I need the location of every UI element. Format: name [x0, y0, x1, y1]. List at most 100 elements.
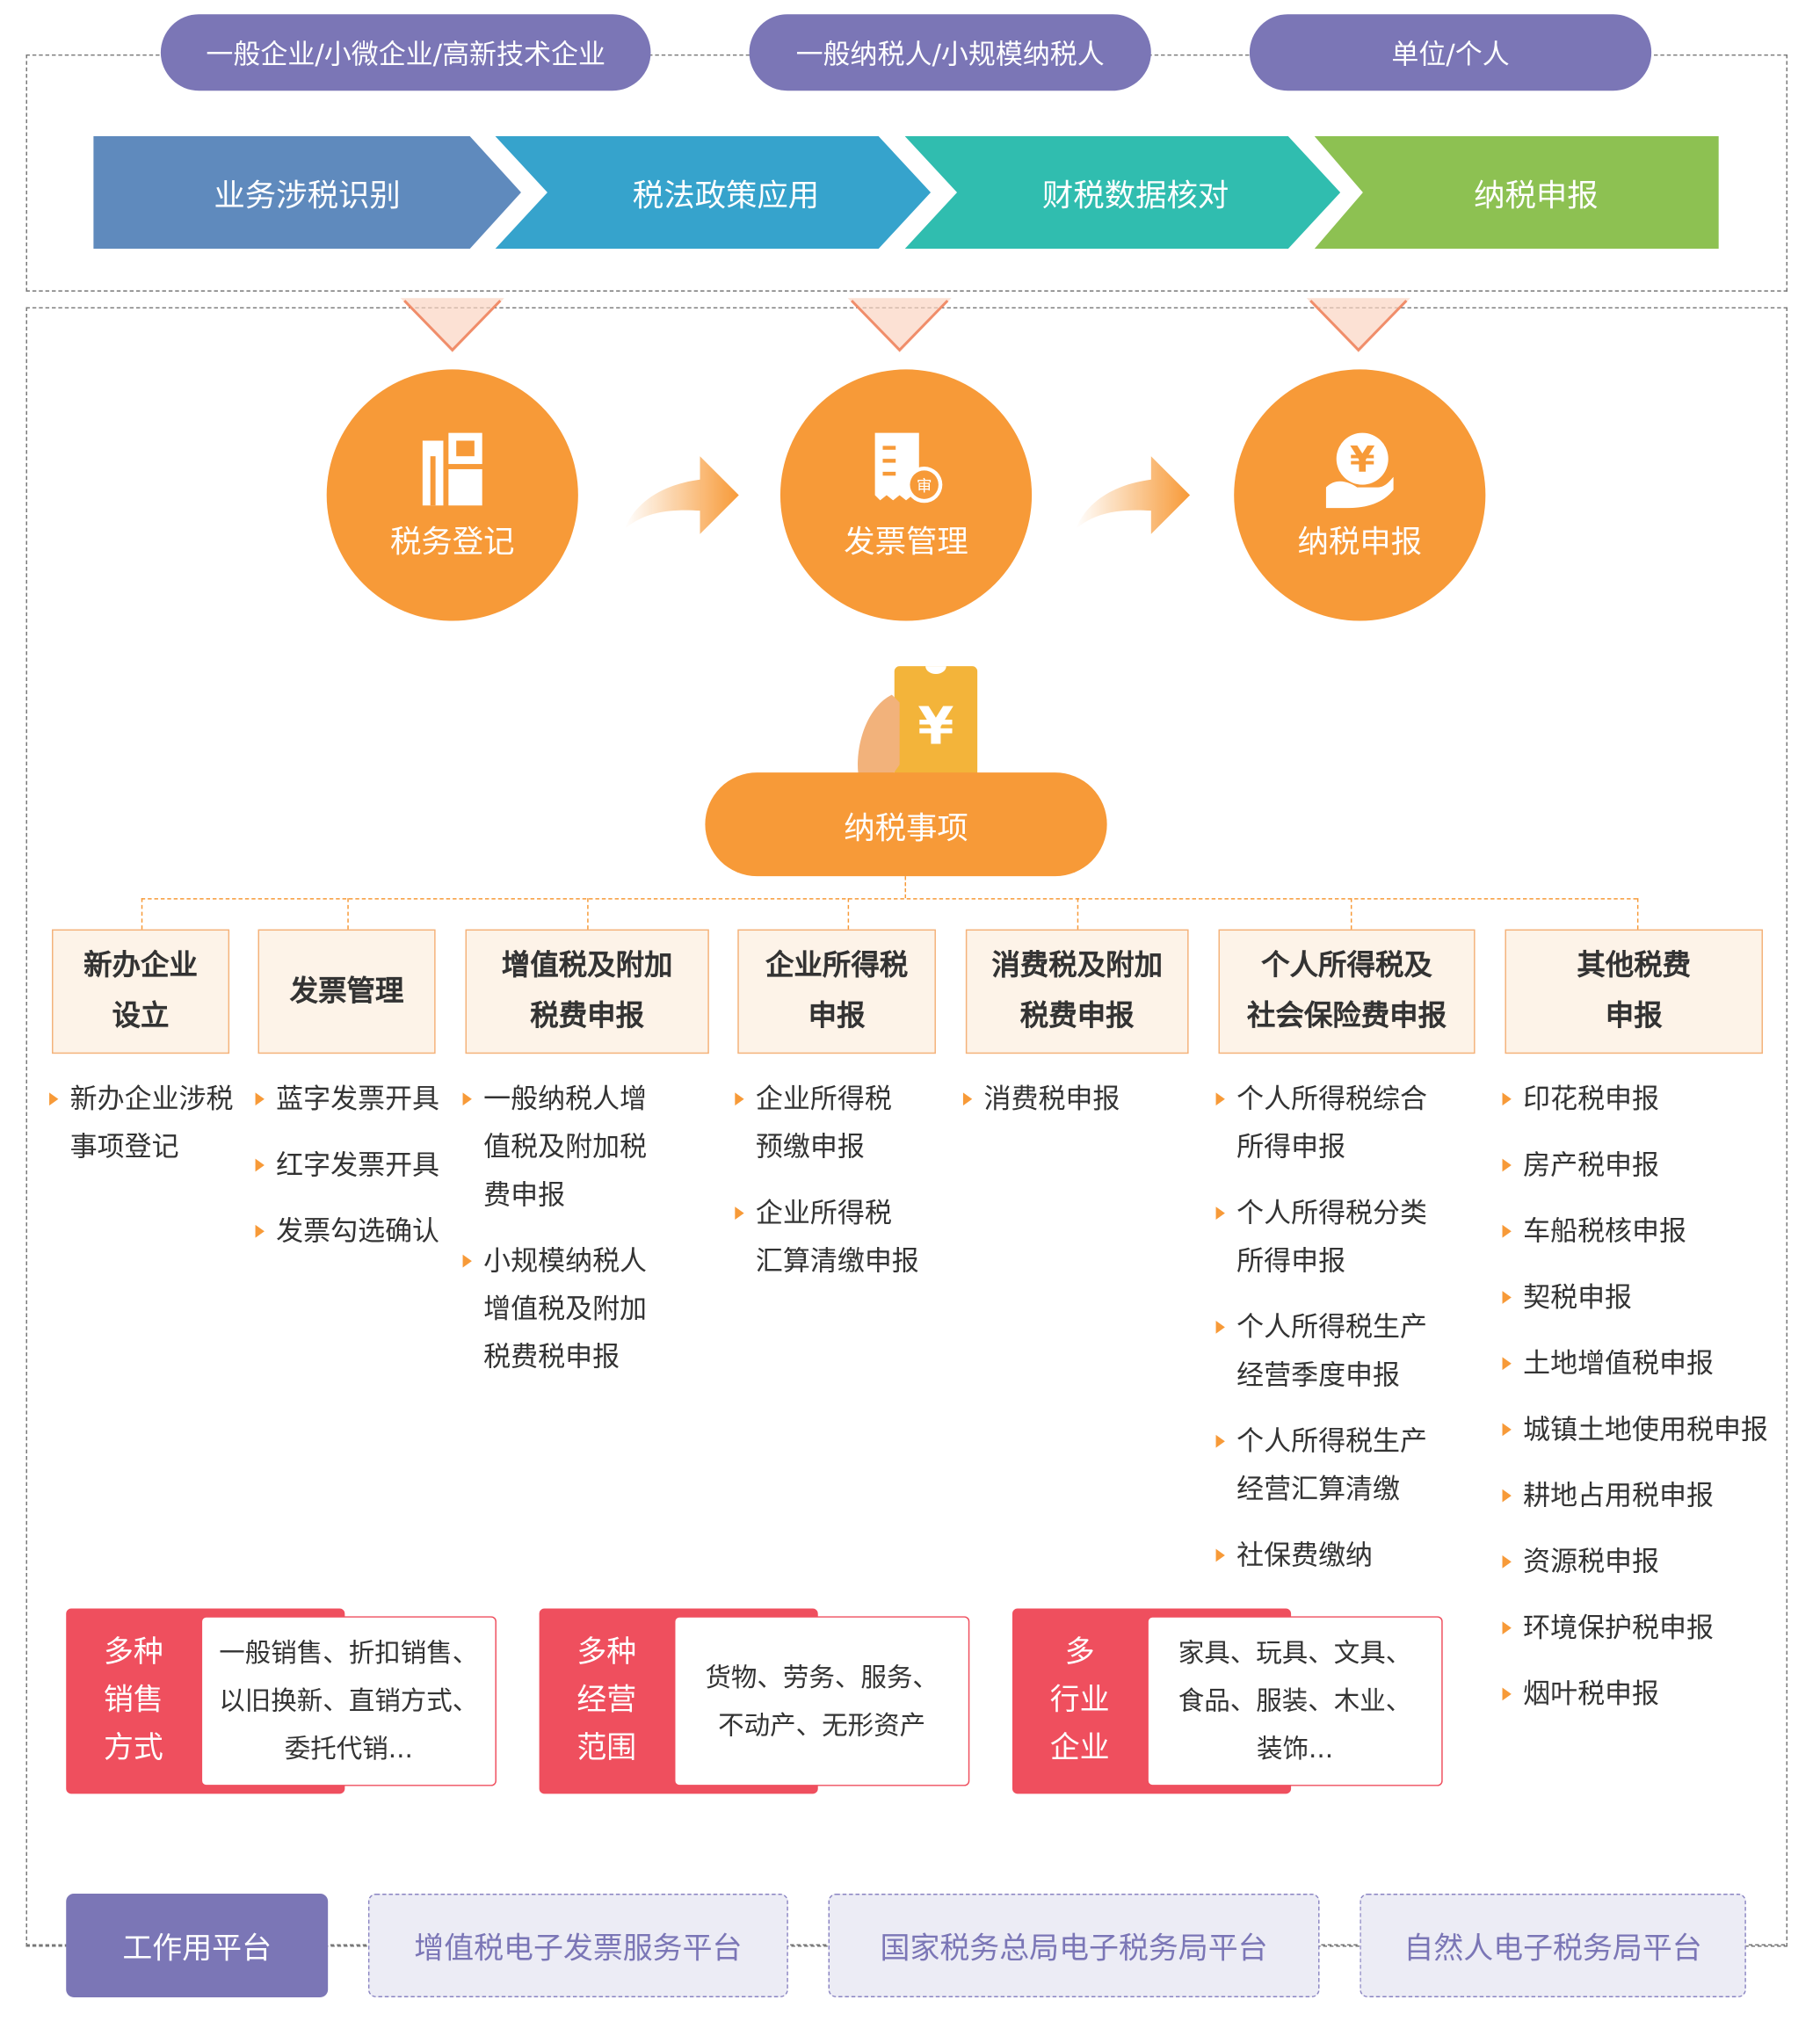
category-item: 烟叶税申报 — [1502, 1670, 1768, 1719]
platform-state-taxation: 国家税务总局电子税务局平台 — [828, 1893, 1320, 1997]
down-chevron-icon — [1306, 298, 1410, 353]
tax-matters-label: 纳税事项 — [844, 809, 968, 846]
invoice-review-icon: 审 — [874, 431, 943, 503]
pill-unit-person: 单位/个人 — [1249, 14, 1652, 91]
category-item: 蓝字发票开具 — [255, 1076, 439, 1124]
pill-taxpayer-type: 一般纳税人/小规模纳税人 — [749, 14, 1151, 91]
circle-label: 税务登记 — [389, 523, 515, 560]
category-item: 小规模纳税人 增值税及附加 税费税申报 — [462, 1238, 647, 1382]
platform-label: 增值税电子发票服务平台 — [414, 1932, 743, 1967]
feature-detail-text: 家具、玩具、文具、 食品、服装、木业、 装饰... — [1178, 1636, 1412, 1764]
tree-connector — [141, 898, 1637, 900]
feature-label: 多种 经营 范围 — [540, 1608, 674, 1793]
platform-vat-invoice: 增值税电子发票服务平台 — [367, 1893, 788, 1997]
down-chevron-icon — [400, 298, 504, 353]
tree-connector — [847, 898, 850, 930]
step-label: 业务涉税识别 — [214, 178, 401, 214]
platform-main: 工作用平台 — [66, 1893, 329, 1997]
category-box: 发票管理 — [257, 929, 436, 1054]
category-item: 社保费缴纳 — [1215, 1532, 1427, 1580]
tree-connector — [587, 898, 589, 930]
step-label: 税法政策应用 — [632, 178, 820, 214]
category-item: 城镇土地使用税申报 — [1502, 1406, 1768, 1454]
right-arrow-icon — [624, 456, 739, 534]
category-box: 增值税及附加 税费申报 — [465, 929, 709, 1054]
feature-detail: 一般销售、折扣销售、 以旧换新、直销方式、 委托代销... — [200, 1616, 497, 1786]
feature-box: 多种 经营 范围 货物、劳务、服务、 不动产、无形资产 — [539, 1608, 970, 1794]
category-item: 发票勾选确认 — [255, 1208, 439, 1257]
tree-connector — [1350, 898, 1352, 930]
category-item: 车船税核申报 — [1502, 1208, 1768, 1257]
svg-text:¥: ¥ — [1350, 438, 1375, 480]
yen-hand-icon: ¥ — [1325, 431, 1394, 508]
category-box: 消费税及附加 税费申报 — [965, 929, 1189, 1054]
circle-invoice-management: 审 发票管理 — [779, 369, 1033, 621]
tree-connector — [347, 898, 349, 930]
category-title: 发票管理 — [289, 975, 404, 1008]
category-item-list: 新办企业涉税 事项登记 — [49, 1076, 234, 1190]
svg-text:审: 审 — [917, 476, 932, 495]
category-title: 增值税及附加 税费申报 — [501, 950, 673, 1033]
feature-box: 多种 销售 方式一般销售、折扣销售、 以旧换新、直销方式、 委托代销... — [66, 1608, 497, 1794]
feature-box: 多 行业 企业 家具、玩具、文具、 食品、服装、木业、 装饰... — [1012, 1608, 1443, 1794]
pill-enterprise-type: 一般企业/小微企业/高新技术企业 — [160, 14, 651, 91]
category-box: 个人所得税及 社会保险费申报 — [1218, 929, 1476, 1054]
category-item: 新办企业涉税 事项登记 — [49, 1076, 234, 1171]
step-tax-identification: 业务涉税识别 — [93, 135, 521, 250]
category-item-list: 蓝字发票开具红字发票开具发票勾选确认 — [255, 1076, 439, 1274]
category-item-list: 一般纳税人增 值税及附加税 费申报小规模纳税人 增值税及附加 税费税申报 — [462, 1076, 647, 1400]
category-item: 个人所得税分类 所得申报 — [1215, 1190, 1427, 1286]
category-item-list: 个人所得税综合 所得申报个人所得税分类 所得申报个人所得税生产 经营季度申报个人… — [1215, 1076, 1427, 1598]
down-chevron-icon — [847, 298, 952, 353]
feature-label: 多种 销售 方式 — [66, 1608, 200, 1793]
feature-label-text: 多种 经营 范围 — [576, 1635, 637, 1765]
category-item: 资源税申报 — [1502, 1539, 1768, 1587]
category-title: 新办企业 设立 — [83, 950, 198, 1033]
feature-detail-text: 货物、劳务、服务、 不动产、无形资产 — [705, 1661, 939, 1741]
category-item: 个人所得税生产 经营季度申报 — [1215, 1304, 1427, 1400]
category-item: 土地增值税申报 — [1502, 1340, 1768, 1388]
step-label: 纳税申报 — [1474, 178, 1599, 214]
feature-label-text: 多 行业 企业 — [1049, 1635, 1110, 1765]
step-tax-filing: 纳税申报 — [1314, 135, 1719, 250]
step-data-verification: 财税数据核对 — [904, 135, 1341, 250]
category-item: 企业所得税 预缴申报 — [735, 1076, 918, 1171]
category-item: 个人所得税生产 经营汇算清缴 — [1215, 1418, 1427, 1514]
step-label: 财税数据核对 — [1041, 178, 1229, 214]
category-item: 个人所得税综合 所得申报 — [1215, 1076, 1427, 1171]
feature-detail-text: 一般销售、折扣销售、 以旧换新、直销方式、 委托代销... — [219, 1636, 479, 1764]
circle-label: 纳税申报 — [1297, 523, 1423, 560]
category-title: 企业所得税 申报 — [765, 950, 909, 1033]
feature-detail: 货物、劳务、服务、 不动产、无形资产 — [674, 1616, 970, 1786]
category-item: 耕地占用税申报 — [1502, 1473, 1768, 1521]
category-item: 契税申报 — [1502, 1274, 1768, 1322]
platform-natural-person: 自然人电子税务局平台 — [1360, 1893, 1746, 1997]
category-item: 一般纳税人增 值税及附加税 费申报 — [462, 1076, 647, 1220]
circle-tax-registration: 税务登记 — [326, 369, 578, 621]
category-box: 企业所得税 申报 — [737, 929, 936, 1054]
feature-detail: 家具、玩具、文具、 食品、服装、木业、 装饰... — [1147, 1616, 1443, 1786]
category-item: 消费税申报 — [962, 1076, 1120, 1124]
right-arrow-icon — [1076, 456, 1191, 534]
category-title: 其他税费 申报 — [1577, 950, 1692, 1033]
tree-connector — [141, 898, 143, 930]
category-box: 其他税费 申报 — [1505, 929, 1763, 1054]
category-item-list: 印花税申报房产税申报车船税核申报契税申报土地增值税申报城镇土地使用税申报耕地占用… — [1502, 1076, 1768, 1736]
platform-label: 国家税务总局电子税务局平台 — [880, 1932, 1268, 1967]
tax-character-icon — [422, 431, 482, 505]
platform-main-label: 工作用平台 — [122, 1932, 272, 1967]
feature-label-text: 多种 销售 方式 — [104, 1635, 163, 1765]
tree-connector — [904, 876, 907, 899]
circle-tax-filing: ¥ 纳税申报 — [1234, 369, 1486, 621]
svg-text:¥: ¥ — [917, 696, 954, 757]
category-item-list: 企业所得税 预缴申报企业所得税 汇算清缴申报 — [735, 1076, 919, 1304]
category-item-list: 消费税申报 — [962, 1076, 1120, 1141]
tree-connector — [1636, 898, 1639, 930]
feature-label: 多 行业 企业 — [1012, 1608, 1147, 1793]
category-title: 个人所得税及 社会保险费申报 — [1246, 950, 1447, 1033]
category-box: 新办企业 设立 — [52, 929, 230, 1054]
tree-connector — [1077, 898, 1079, 930]
tax-matters-pill: 纳税事项 — [705, 772, 1107, 877]
category-item: 房产税申报 — [1502, 1141, 1768, 1190]
platform-label: 自然人电子税务局平台 — [1403, 1932, 1702, 1967]
